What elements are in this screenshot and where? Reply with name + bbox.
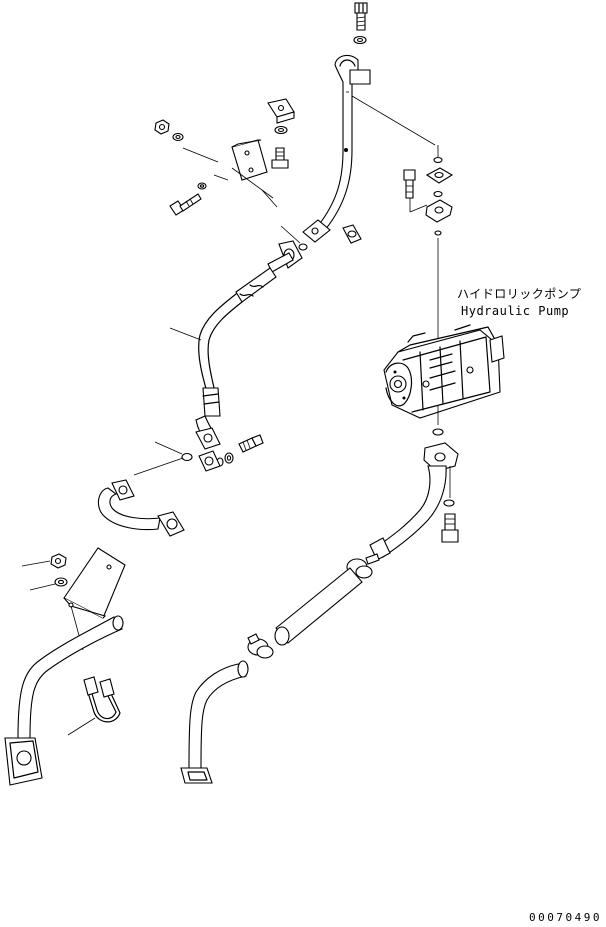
left-curved-tube (4, 615, 124, 786)
split-flange (198, 450, 221, 472)
top-washer (353, 35, 367, 45)
bracket-small (267, 98, 295, 124)
rubber-hose (274, 567, 363, 646)
pump-label-english: Hydraulic Pump (461, 304, 570, 318)
hose-clamp-lower (247, 633, 274, 659)
hydraulic-pump (383, 324, 505, 419)
figure-number: 00070490 (529, 911, 602, 924)
hose-upper-fitting (235, 240, 303, 303)
u-bolt (83, 676, 121, 723)
washer-left (172, 132, 184, 142)
nut-left (154, 119, 170, 135)
long-bolt (169, 193, 202, 216)
upper-tube (302, 54, 371, 243)
hose-lower-fitting (195, 415, 221, 450)
bolt-vertical (271, 147, 289, 169)
pump-lower-tube (369, 442, 459, 561)
support-bracket (63, 547, 126, 619)
pump-top-flange (425, 167, 454, 223)
pump-lower-washer (443, 499, 455, 507)
lower-bent-tube (180, 660, 249, 784)
washer-right (274, 125, 288, 135)
o-ring-left (181, 452, 193, 462)
bent-tube-small (97, 479, 185, 537)
washer-row (216, 452, 234, 467)
top-bolt (354, 2, 368, 31)
pump-label-japanese: ハイドロリックポンプ (457, 287, 582, 301)
washer-small (197, 182, 207, 190)
hose-body (198, 293, 243, 417)
bolt-right (238, 434, 264, 453)
mount-bracket (231, 139, 268, 181)
clamp-upper (342, 224, 362, 244)
washer-bottom-left (54, 577, 68, 587)
nut-bottom-left (50, 553, 67, 569)
pump-flange-bolt (403, 169, 416, 199)
pump-lower-bolt (441, 513, 459, 543)
